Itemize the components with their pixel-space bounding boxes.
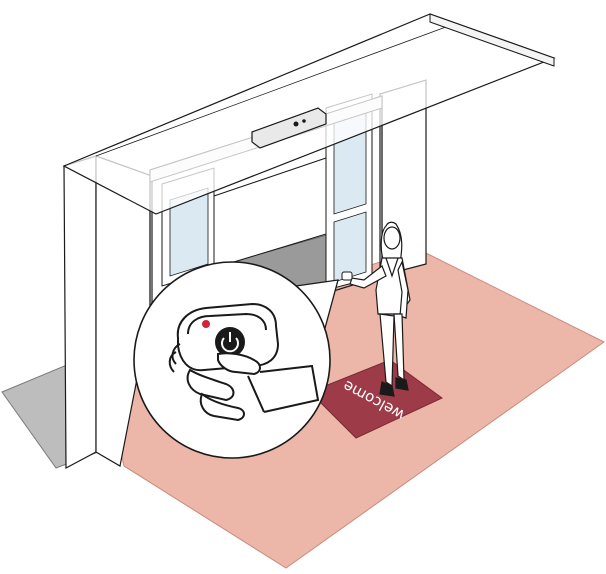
left-wall-front xyxy=(64,156,96,468)
remote-in-hand xyxy=(342,272,352,280)
indicator-led xyxy=(202,320,210,328)
